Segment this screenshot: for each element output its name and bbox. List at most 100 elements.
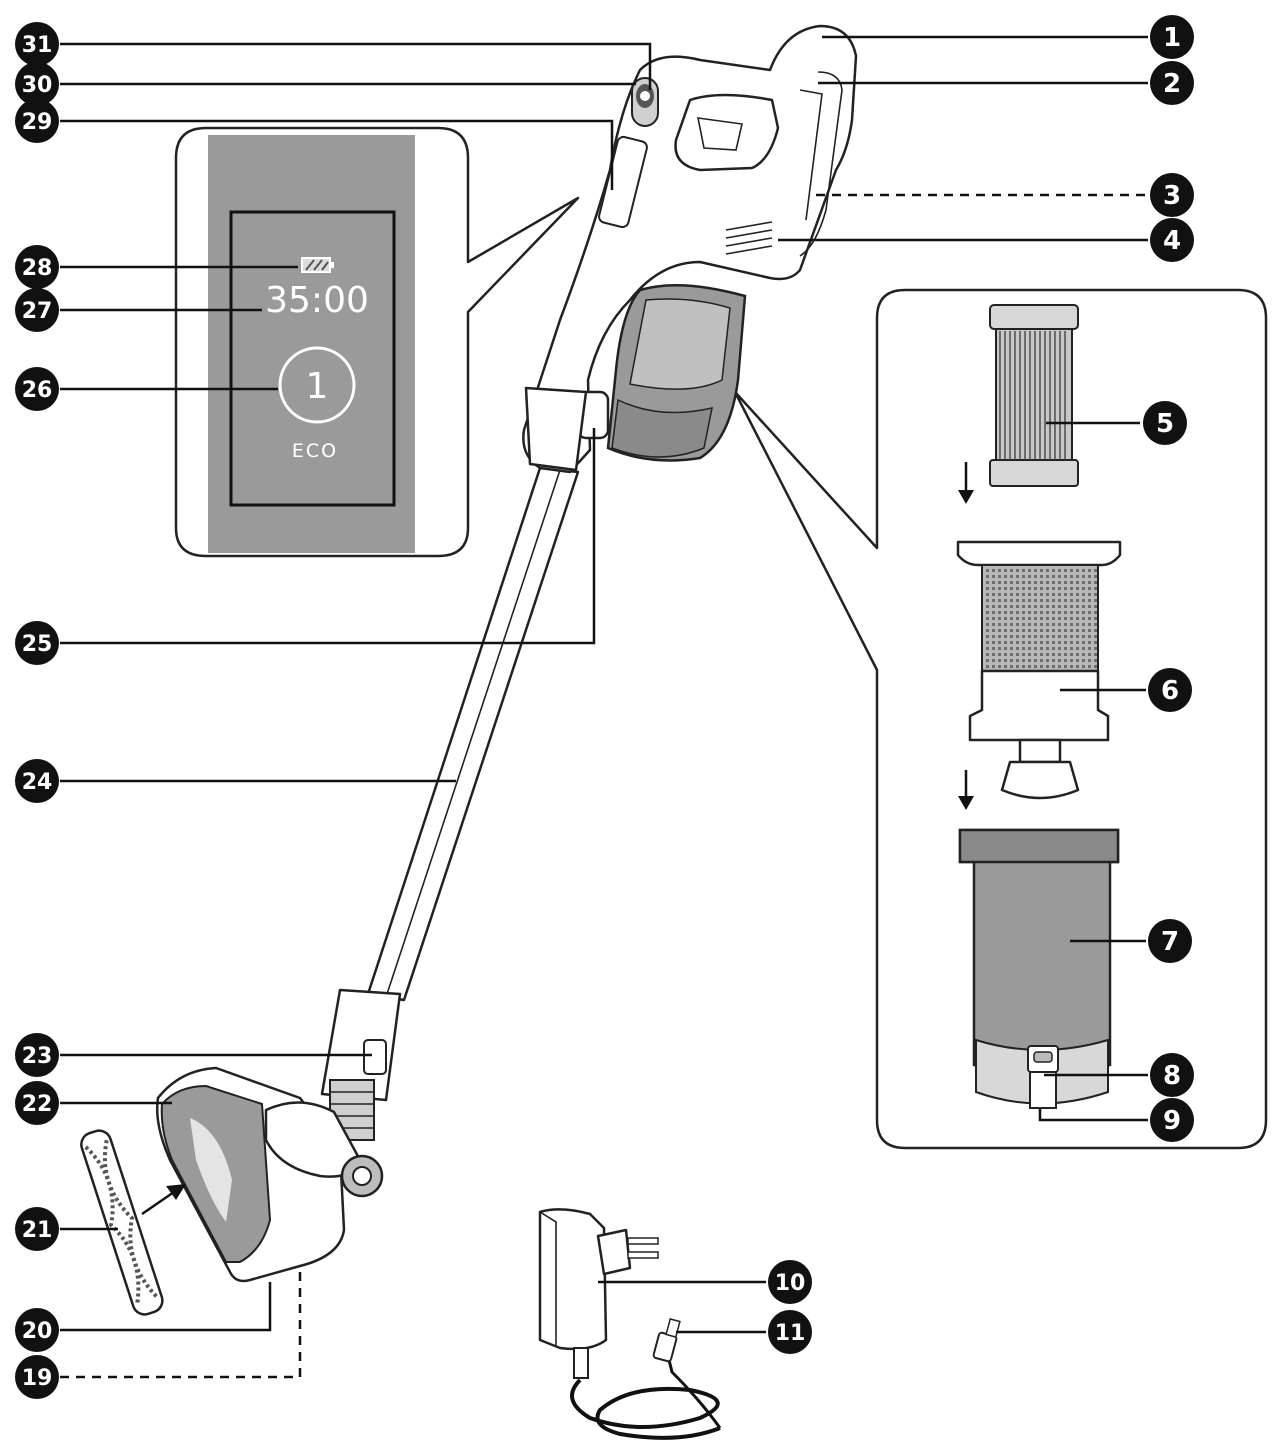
mesh-dot xyxy=(1028,569,1031,572)
callout-badge-2: 2 xyxy=(1150,61,1194,105)
mesh-dot xyxy=(1022,653,1025,656)
mesh-dot xyxy=(1004,665,1007,668)
mesh-dot xyxy=(1076,593,1079,596)
mesh-dot xyxy=(1046,665,1049,668)
mesh-dot xyxy=(1040,641,1043,644)
mesh-dot xyxy=(1058,617,1061,620)
mesh-dot xyxy=(1070,617,1073,620)
mesh-dot xyxy=(1094,665,1097,668)
mesh-dot xyxy=(1070,659,1073,662)
mesh-dot xyxy=(1034,593,1037,596)
mesh-dot xyxy=(1058,653,1061,656)
mesh-dot xyxy=(998,611,1001,614)
callout-badge-28: 28 xyxy=(15,245,59,289)
mesh-dot xyxy=(1034,599,1037,602)
mesh-dot xyxy=(1064,617,1067,620)
callout-badge-4: 4 xyxy=(1150,218,1194,262)
mesh-dot xyxy=(1058,659,1061,662)
mesh-dot xyxy=(992,623,995,626)
display-zoom-panel: 35:00 1 ECO xyxy=(174,126,580,558)
mesh-dot xyxy=(1034,653,1037,656)
mesh-dot xyxy=(1088,647,1091,650)
mesh-dot xyxy=(1040,575,1043,578)
mesh-dot xyxy=(1052,617,1055,620)
mesh-dot xyxy=(986,659,989,662)
mesh-dot xyxy=(1040,647,1043,650)
mesh-dot xyxy=(1010,653,1013,656)
nozzle-release-button[interactable] xyxy=(363,1039,387,1075)
mesh-dot xyxy=(1046,629,1049,632)
callout-badge-30: 30 xyxy=(15,62,59,106)
mesh-dot xyxy=(1088,605,1091,608)
mesh-dot xyxy=(1016,599,1019,602)
mesh-dot xyxy=(1034,623,1037,626)
handle-display xyxy=(598,135,648,229)
mesh-dot xyxy=(1094,593,1097,596)
mesh-dot xyxy=(1058,647,1061,650)
handle-grip-opening xyxy=(674,93,780,172)
mesh-dot xyxy=(1004,629,1007,632)
mesh-dot xyxy=(1034,587,1037,590)
mesh-dot xyxy=(1040,659,1043,662)
mesh-dot xyxy=(992,665,995,668)
mesh-dot xyxy=(1094,635,1097,638)
mesh-dot xyxy=(1082,611,1085,614)
mesh-dot xyxy=(1088,629,1091,632)
mesh-dot xyxy=(986,581,989,584)
mesh-dot xyxy=(1070,605,1073,608)
mesh-dot xyxy=(1070,593,1073,596)
svg-text:11: 11 xyxy=(775,1321,806,1346)
mesh-dot xyxy=(1004,647,1007,650)
mesh-dot xyxy=(1046,623,1049,626)
mesh-dot xyxy=(1094,575,1097,578)
mesh-dot xyxy=(1028,587,1031,590)
mesh-dot xyxy=(1010,665,1013,668)
mesh-dot xyxy=(1010,611,1013,614)
mesh-dot xyxy=(1016,641,1019,644)
mesh-dot xyxy=(1016,647,1019,650)
mesh-dot xyxy=(1052,647,1055,650)
mesh-dot xyxy=(1064,611,1067,614)
mesh-dot xyxy=(998,665,1001,668)
mesh-dot xyxy=(1082,641,1085,644)
svg-text:5: 5 xyxy=(1156,409,1174,439)
callout-badge-10: 10 xyxy=(768,1260,812,1304)
callout-badge-11: 11 xyxy=(768,1310,812,1354)
mesh-dot xyxy=(1046,653,1049,656)
callout-badge-29: 29 xyxy=(15,99,59,143)
mesh-dot xyxy=(1052,635,1055,638)
mesh-dot xyxy=(998,587,1001,590)
mesh-dot xyxy=(1088,659,1091,662)
mesh-dot xyxy=(1034,569,1037,572)
mesh-dot xyxy=(998,605,1001,608)
mesh-dot xyxy=(1046,647,1049,650)
callout-badge-26: 26 xyxy=(15,367,59,411)
mesh-dot xyxy=(1094,605,1097,608)
mesh-dot xyxy=(1004,611,1007,614)
mesh-dot xyxy=(998,653,1001,656)
mesh-dot xyxy=(1064,593,1067,596)
mesh-dot xyxy=(1028,599,1031,602)
mesh-dot xyxy=(1022,665,1025,668)
mesh-dot xyxy=(1070,647,1073,650)
mesh-dot xyxy=(992,629,995,632)
mesh-dot xyxy=(1022,617,1025,620)
mesh-dot xyxy=(1094,617,1097,620)
mesh-dot xyxy=(1052,629,1055,632)
mesh-dot xyxy=(1076,629,1079,632)
mesh-dot xyxy=(1058,575,1061,578)
mesh-dot xyxy=(1082,587,1085,590)
mesh-dot xyxy=(1070,641,1073,644)
mesh-dot xyxy=(1028,605,1031,608)
mesh-dot xyxy=(1088,665,1091,668)
svg-text:10: 10 xyxy=(775,1271,806,1296)
mesh-dot xyxy=(1046,617,1049,620)
mesh-dot xyxy=(1094,587,1097,590)
svg-text:9: 9 xyxy=(1163,1106,1181,1136)
mesh-dot xyxy=(1064,623,1067,626)
mesh-dot xyxy=(1028,641,1031,644)
mesh-dot xyxy=(1016,665,1019,668)
power-button[interactable] xyxy=(631,77,659,127)
callout-badge-21: 21 xyxy=(15,1207,59,1251)
mesh-dot xyxy=(1088,593,1091,596)
